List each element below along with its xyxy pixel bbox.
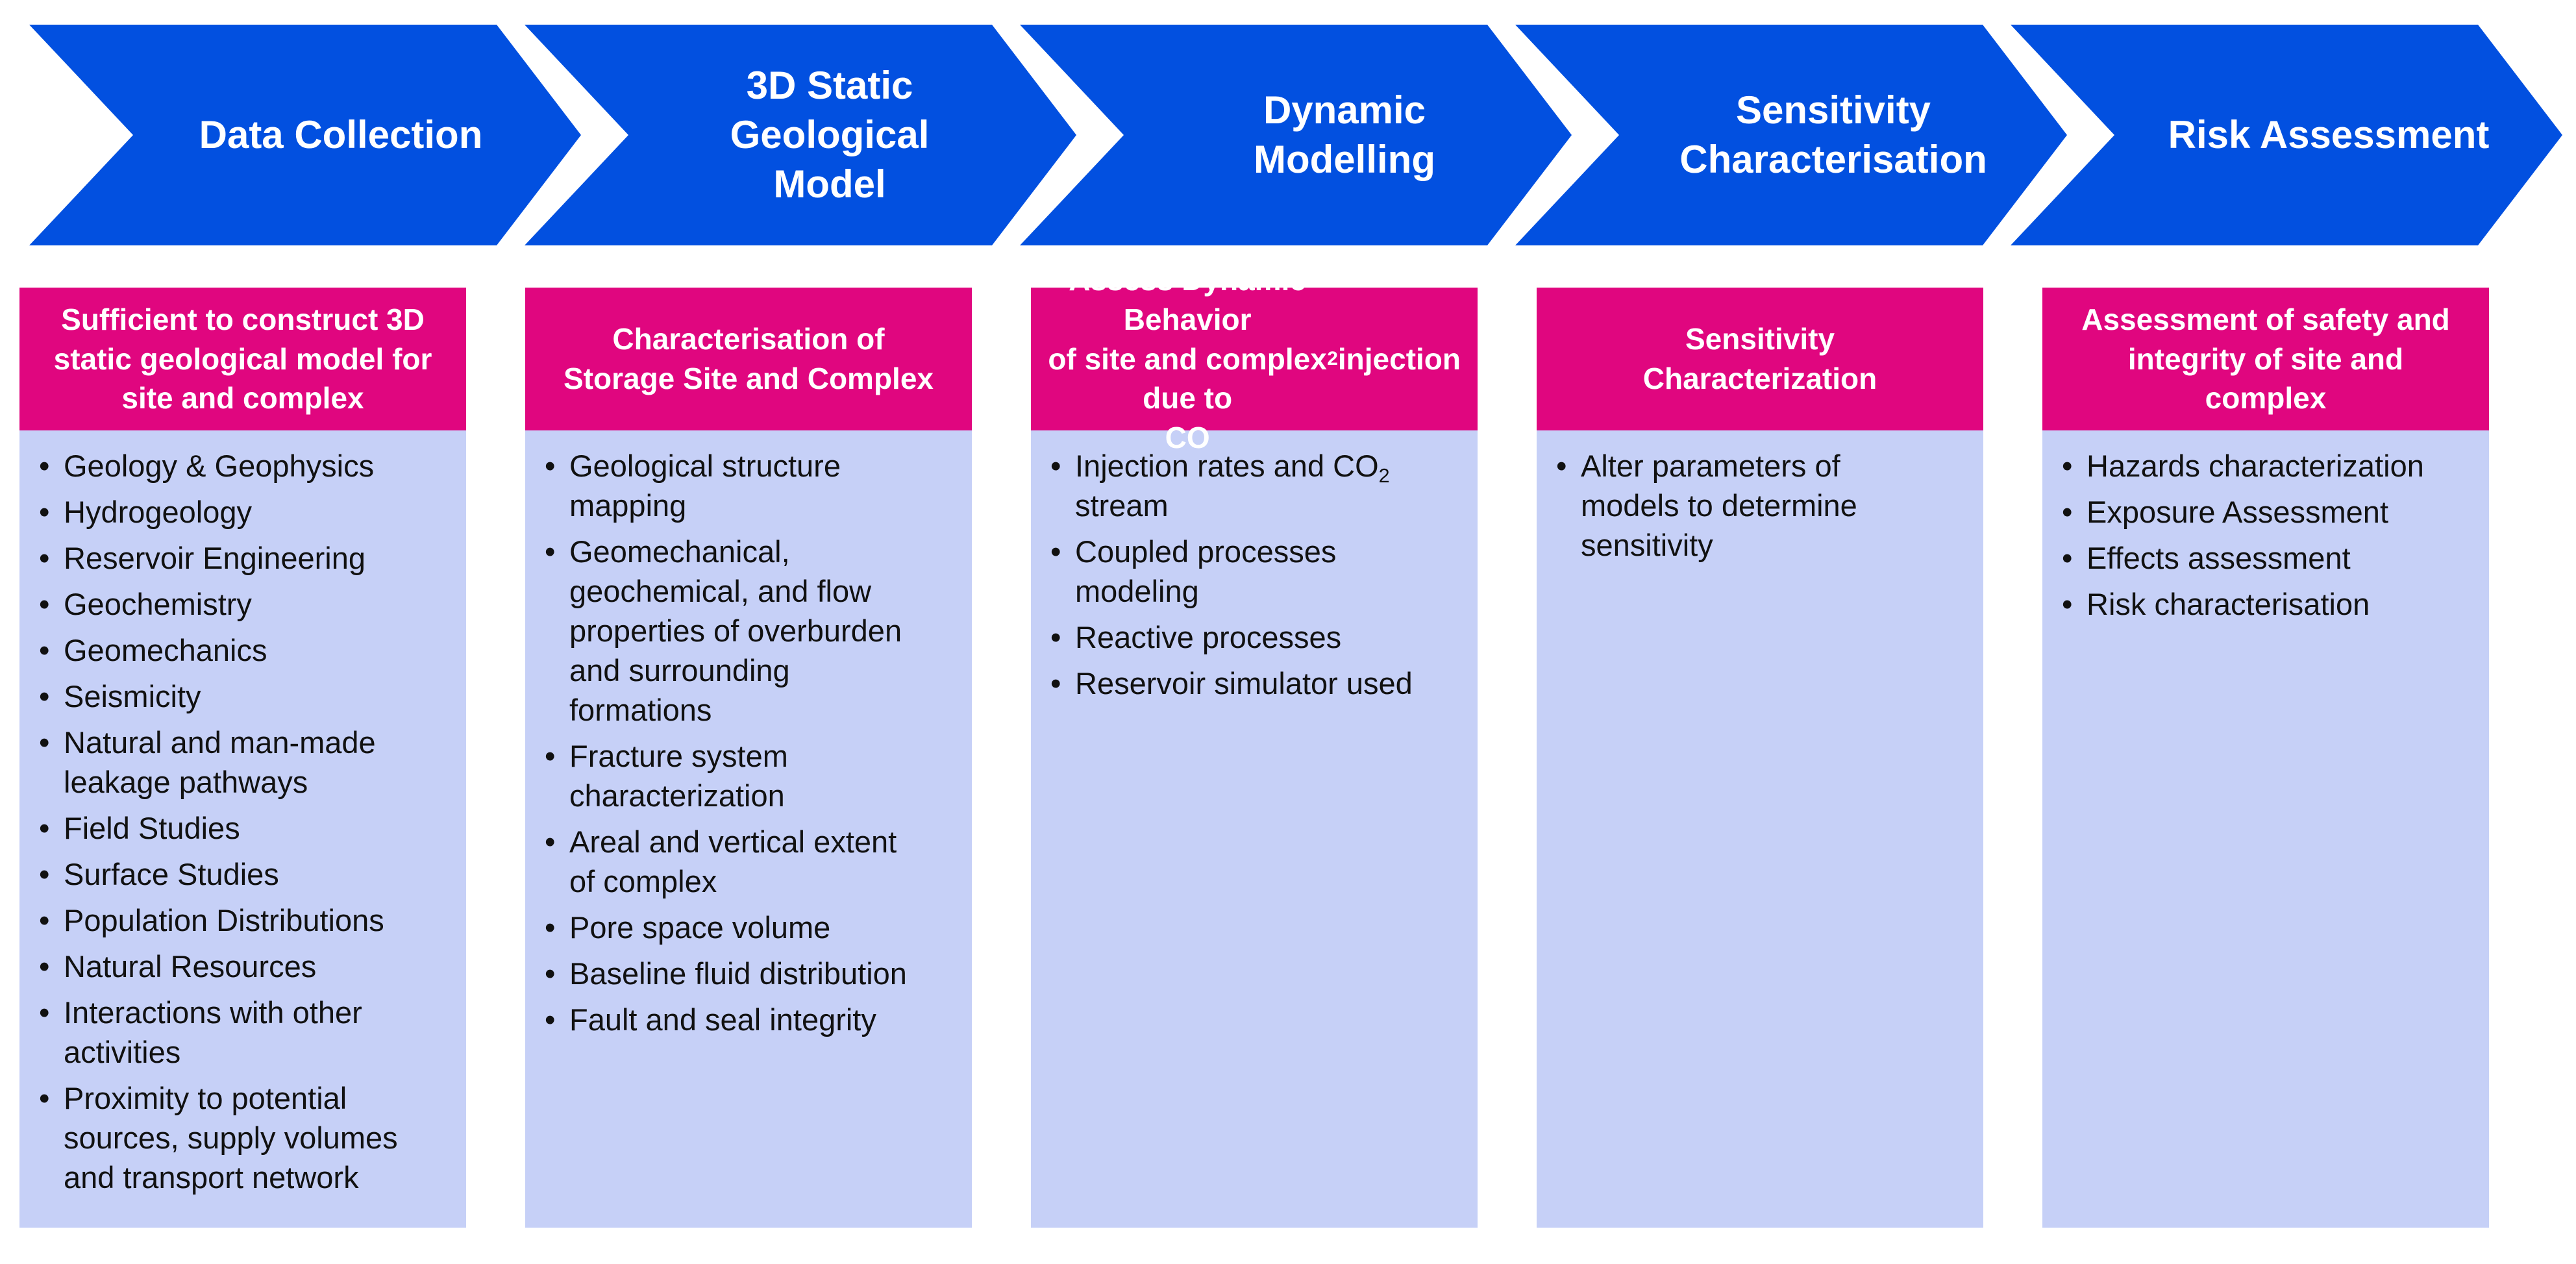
list-item: Seismicity [39, 676, 453, 716]
list-item: Injection rates and CO2 stream [1050, 446, 1465, 525]
header-text: Assess Dynamic Behavior of site and comp… [1048, 263, 1327, 455]
step-label: Sensitivity Characterisation [1679, 88, 1987, 181]
header-text-end: injection [1337, 341, 1461, 376]
step-chevron-3d-static-model: 3D Static Geological Model [525, 25, 1076, 245]
chevron-arrow-shape [2011, 25, 2562, 245]
list-item: Field Studies [39, 808, 453, 848]
step-chevron-data-collection: Data Collection [29, 25, 581, 245]
chevron-arrow-shape [1020, 25, 1572, 245]
list-item: Geological structure mapping [545, 446, 959, 525]
list-item: Exposure Assessment [2062, 492, 2476, 532]
step-chevron-sensitivity: Sensitivity Characterisation [1515, 25, 2067, 245]
column-header: Assess Dynamic Behavior of site and comp… [1031, 263, 1478, 454]
column-item-list: Alter parameters of models to determine … [1537, 430, 1983, 565]
chevron-arrow-shape [1515, 25, 2067, 245]
column-header: Sensitivity Characterization [1537, 288, 1983, 430]
list-item: Hazards characterization [2062, 446, 2476, 486]
step-label: 3D Static Geological Model [730, 63, 930, 206]
list-item: Geomechanics [39, 630, 453, 670]
step-label: Data Collection [199, 112, 483, 156]
column-dynamic-modelling: Assess Dynamic Behavior of site and comp… [1031, 263, 1478, 1228]
column-item-list: Geology & Geophysics Hydrogeology Reserv… [19, 430, 466, 1197]
list-item: Reservoir Engineering [39, 538, 453, 578]
column-risk-assessment: Assessment of safety and integrity of si… [2042, 288, 2489, 1228]
list-item: Alter parameters of models to determine … [1556, 446, 1970, 565]
column-item-list: Injection rates and CO2 stream Coupled p… [1031, 430, 1478, 703]
list-item: Areal and vertical extent of complex [545, 822, 959, 901]
list-item: Baseline fluid distribution [545, 954, 959, 993]
list-item: Geology & Geophysics [39, 446, 453, 486]
column-header: Sufficient to construct 3D static geolog… [19, 288, 466, 430]
column-3d-static-model: Characterisation of Storage Site and Com… [525, 288, 972, 1228]
list-item: Fault and seal integrity [545, 1000, 959, 1039]
list-item: Fracture system characterization [545, 736, 959, 815]
column-header: Characterisation of Storage Site and Com… [525, 288, 972, 430]
column-sensitivity: Sensitivity Characterization Alter param… [1537, 288, 1983, 1228]
step-chevron-dynamic-modelling: Dynamic Modelling [1020, 25, 1572, 245]
list-item: Geomechanical, geochemical, and flow pro… [545, 532, 959, 730]
chevron-arrow-shape [29, 25, 581, 245]
list-item: Natural and man-made leakage pathways [39, 723, 453, 802]
column-data-collection: Sufficient to construct 3D static geolog… [19, 288, 466, 1228]
list-item: Hydrogeology [39, 492, 453, 532]
column-item-list: Hazards characterization Exposure Assess… [2042, 430, 2489, 624]
column-header: Assessment of safety and integrity of si… [2042, 288, 2489, 430]
list-item: Population Distributions [39, 900, 453, 940]
step-chevron-risk-assessment: Risk Assessment [2011, 25, 2562, 245]
chevron-arrow-shape [525, 25, 1076, 245]
subscript-two: 2 [1378, 465, 1390, 488]
list-item: Pore space volume [545, 908, 959, 947]
list-item: Coupled processes modeling [1050, 532, 1465, 611]
item-text-end: stream [1075, 488, 1169, 523]
list-item: Risk characterisation [2062, 584, 2476, 624]
item-text: Injection rates and CO [1075, 449, 1379, 483]
list-item: Surface Studies [39, 854, 453, 894]
step-label: Risk Assessment [2168, 112, 2490, 156]
list-item: Geochemistry [39, 584, 453, 624]
list-item: Proximity to potential sources, supply v… [39, 1078, 453, 1197]
list-item: Effects assessment [2062, 538, 2476, 578]
list-item: Natural Resources [39, 947, 453, 986]
list-item: Reactive processes [1050, 617, 1465, 657]
step-label: Dynamic Modelling [1254, 88, 1435, 181]
list-item: Interactions with other activities [39, 993, 453, 1072]
column-item-list: Geological structure mapping Geomechanic… [525, 430, 972, 1039]
list-item: Reservoir simulator used [1050, 663, 1465, 703]
